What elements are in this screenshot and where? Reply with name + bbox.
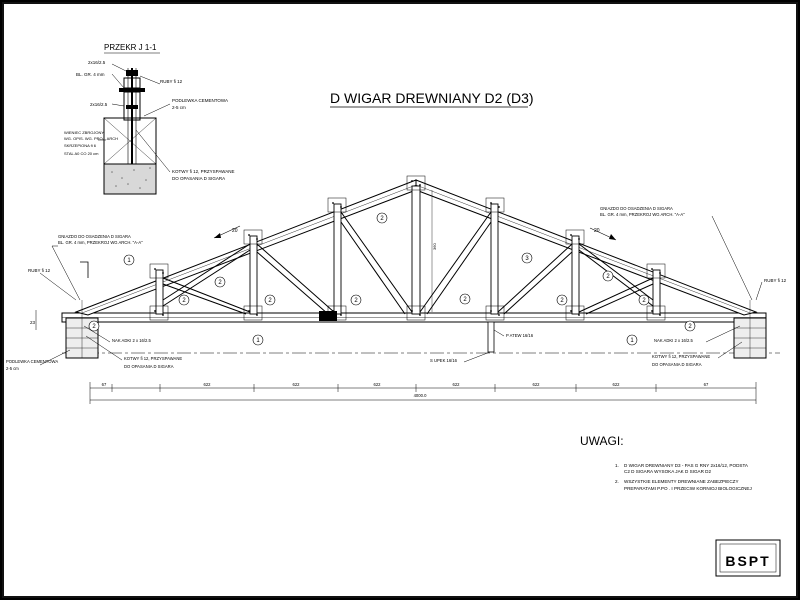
svg-text:1: 1	[127, 258, 131, 264]
splice-joint	[319, 311, 337, 321]
svg-text:P ATEW 16/16: P ATEW 16/16	[506, 333, 534, 338]
svg-text:STAL A0 CO 20 cm: STAL A0 CO 20 cm	[64, 151, 99, 156]
left-notes: GNIAZDO DO OSADZENIA D SIGARA BL. GR. 4 …	[6, 234, 182, 371]
svg-text:622: 622	[453, 382, 461, 387]
svg-text:NAK ADKI 2 x 16/2.5: NAK ADKI 2 x 16/2.5	[112, 338, 152, 343]
svg-text:KOTWY fi 12, PRZYSPAWANE: KOTWY fi 12, PRZYSPAWANE	[124, 356, 182, 361]
svg-text:KOTWY fi 12, PRZYSPAWANE: KOTWY fi 12, PRZYSPAWANE	[172, 169, 235, 174]
svg-text:2: 2	[560, 298, 564, 304]
svg-text:RUBY fi 12: RUBY fi 12	[160, 79, 183, 84]
svg-text:4000.0: 4000.0	[414, 393, 427, 398]
svg-text:2x16/2.5: 2x16/2.5	[90, 102, 108, 107]
section-title: PRZEKR J 1-1	[104, 43, 157, 52]
svg-text:PODLEWKA CEMENTOWA: PODLEWKA CEMENTOWA	[172, 98, 228, 103]
svg-text:2x16/2.5: 2x16/2.5	[88, 60, 106, 65]
svg-text:1: 1	[256, 338, 260, 344]
svg-text:67: 67	[704, 382, 709, 387]
svg-text:622: 622	[533, 382, 541, 387]
svg-text:C2 D SIGARA WYSOKA JAK: C2 D SIGARA WYSOKA JAK D SIGAR D2	[624, 469, 711, 474]
svg-text:BL. GR. 4 mm, PRZEKROJ WG ARCH: BL. GR. 4 mm, PRZEKROJ WG ARCH. "A-A"	[58, 240, 143, 245]
svg-text:2: 2	[642, 298, 646, 304]
svg-text:WSZYSTKIE ELEMENTY DREWNIANE Z: WSZYSTKIE ELEMENTY DREWNIANE ZABEZPIECZY	[624, 479, 739, 484]
svg-text:NAK ADKI 2 x 16/2.5: NAK ADKI 2 x 16/2.5	[654, 338, 694, 343]
svg-text:360: 360	[432, 243, 437, 250]
notes-heading: UWAGI:	[580, 434, 624, 448]
svg-text:DO OPASANIA D SIGARA: DO OPASANIA D SIGARA	[652, 362, 702, 367]
svg-text:1: 1	[630, 338, 634, 344]
svg-text:2: 2	[606, 274, 610, 280]
svg-text:BSPT: BSPT	[725, 553, 770, 569]
svg-text:RUBY fi 12: RUBY fi 12	[764, 278, 787, 283]
svg-text:622: 622	[204, 382, 212, 387]
svg-text:S UPEK 16/16: S UPEK 16/16	[430, 358, 458, 363]
svg-text:GNIAZDO DO OSADZENIA D SIGARA: GNIAZDO DO OSADZENIA D SIGARA	[600, 206, 673, 211]
svg-text:23: 23	[30, 320, 36, 325]
svg-text:BL. GR. 4 mm, PRZEKROJ WG ARCH: BL. GR. 4 mm, PRZEKROJ WG ARCH. "A-A"	[600, 212, 685, 217]
centre-post	[487, 321, 495, 353]
svg-text:622: 622	[374, 382, 382, 387]
drawing-title: D WIGAR DREWNIANY D2 (D3)	[330, 90, 534, 106]
svg-text:BL. GR. 4 mm: BL. GR. 4 mm	[76, 72, 105, 77]
dimension-lines: 67 622 622 622 622 622 622 67 4000.0	[89, 382, 757, 404]
svg-text:SKRZEPIONA fi 6: SKRZEPIONA fi 6	[64, 143, 97, 148]
svg-text:622: 622	[293, 382, 301, 387]
svg-text:2: 2	[380, 216, 384, 222]
svg-text:D WIGAR DREWNIANY D3 - PAS G R: D WIGAR DREWNIANY D3 - PAS G RNY 2x16/12…	[624, 463, 749, 468]
section-detail: PRZEKR J 1-1	[64, 43, 235, 195]
stamp-logo: BSPT	[715, 539, 781, 577]
svg-text:2: 2	[354, 298, 358, 304]
svg-text:DO OPASANIA D SIGARA: DO OPASANIA D SIGARA	[124, 364, 174, 369]
right-notes: GNIAZDO DO OSADZENIA D SIGARA BL. GR. 4 …	[600, 206, 787, 367]
svg-text:2.: 2.	[615, 479, 619, 484]
notes-block: UWAGI: 1. D WIGAR DREWNIANY D3 - PAS G R…	[580, 434, 752, 491]
svg-text:1.: 1.	[615, 463, 619, 468]
svg-text:2-5 cm: 2-5 cm	[172, 105, 186, 110]
svg-text:3: 3	[525, 256, 529, 262]
svg-text:KOTWY fi 12, PRZYSPAWANE: KOTWY fi 12, PRZYSPAWANE	[652, 354, 710, 359]
svg-text:WIENIEC ZBROJONY: WIENIEC ZBROJONY	[64, 130, 104, 135]
svg-text:2: 2	[688, 324, 692, 330]
svg-text:RUBY fi 12: RUBY fi 12	[28, 268, 51, 273]
svg-text:2: 2	[92, 324, 96, 330]
svg-text:GNIAZDO DO OSADZENIA D SIGARA: GNIAZDO DO OSADZENIA D SIGARA	[58, 234, 131, 239]
svg-text:20: 20	[594, 228, 600, 234]
svg-text:20: 20	[232, 228, 238, 234]
svg-text:2: 2	[463, 297, 467, 303]
svg-text:2-5 cm: 2-5 cm	[6, 366, 19, 371]
svg-text:622: 622	[613, 382, 621, 387]
svg-text:PODLEWKA CEMENTOWA: PODLEWKA CEMENTOWA	[6, 359, 58, 364]
svg-text:2: 2	[218, 280, 222, 286]
svg-text:67: 67	[102, 382, 107, 387]
truss: 360 23 20 20 1	[6, 175, 787, 371]
svg-text:PREPARATAMI P.PO . I PRZECIW K: PREPARATAMI P.PO . I PRZECIW KORNIOJ BIO…	[624, 486, 752, 491]
svg-text:2: 2	[182, 298, 186, 304]
svg-text:2: 2	[268, 298, 272, 304]
member-callouts	[88, 212, 696, 346]
svg-text:DO OPASANIA D SIGARA: DO OPASANIA D SIGARA	[172, 176, 225, 181]
svg-text:WG. OPIS. WG. PROJ. ARCH: WG. OPIS. WG. PROJ. ARCH	[64, 136, 118, 141]
